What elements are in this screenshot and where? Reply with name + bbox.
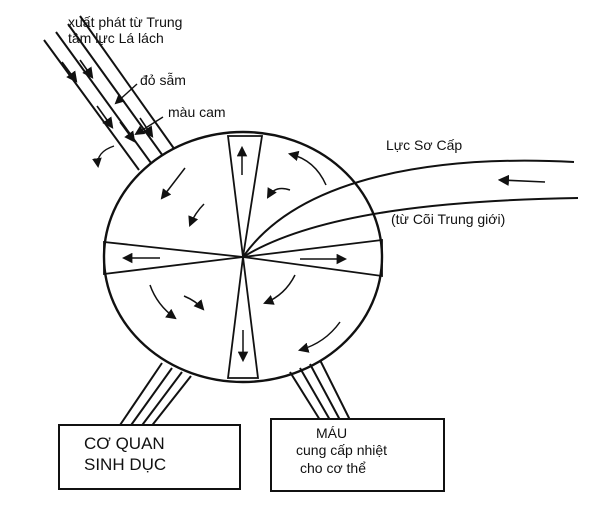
blood-box-line1: MÁU [316, 425, 348, 441]
blood-box: MÁU cung cấp nhiệt cho cơ thể [270, 418, 445, 492]
primary-source-label: (từ Cõi Trung giới) [391, 211, 506, 227]
circulation-arrows [149, 150, 341, 353]
origin-label-line1: xuất phát từ Trung [68, 14, 183, 30]
incoming-stream-arrows [61, 59, 154, 143]
origin-label-line2: tâm lực Lá lách [68, 30, 164, 46]
reproductive-organs-box: CƠ QUAN SINH DỤC [58, 424, 241, 490]
spoke-arrows [121, 145, 348, 363]
stream-to-reproductive [117, 362, 192, 429]
reproductive-box-line1: CƠ QUAN [84, 434, 165, 453]
primary-force-lines [242, 159, 579, 258]
blood-box-line2: cung cấp nhiệt [296, 442, 388, 458]
orange-label: màu cam [168, 104, 226, 120]
wheel-spokes [103, 135, 383, 379]
reproductive-box-line2: SINH DỤC [84, 455, 167, 474]
primary-force-arrows [497, 174, 546, 186]
blood-box-line3: cho cơ thể [300, 460, 366, 476]
label-pointers [92, 83, 164, 168]
dark-red-label: đỏ sẫm [140, 72, 186, 88]
primary-force-label: Lực Sơ Cấp [386, 137, 463, 153]
stream-to-blood [289, 359, 351, 421]
